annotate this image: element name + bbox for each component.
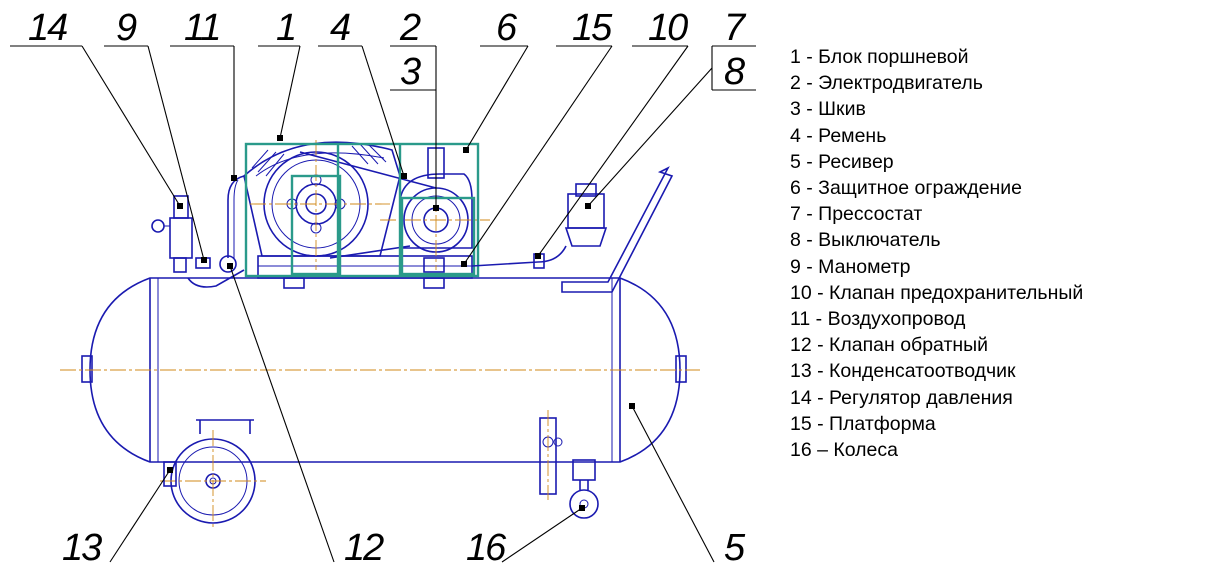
- callout-12: 12: [344, 527, 384, 564]
- callout-6: 6: [496, 7, 518, 49]
- leader-7-8: [587, 67, 713, 207]
- legend-item: 2 - Электродвигатель: [790, 72, 983, 95]
- legend-item: 14 - Регулятор давления: [790, 386, 1013, 409]
- callout-14: 14: [28, 7, 67, 49]
- leader-10: [537, 45, 689, 257]
- callout-11: 11: [184, 7, 219, 49]
- leader-6: [465, 45, 529, 151]
- rear-caster: [539, 410, 599, 519]
- callout-16: 16: [466, 527, 507, 564]
- legend-item: 3 - Шкив: [790, 98, 866, 121]
- leader-9: [147, 45, 205, 261]
- platform: [257, 255, 473, 289]
- legend-item: 10 - Клапан предохранительный: [790, 281, 1084, 304]
- legend-item: 9 - Манометр: [790, 255, 911, 278]
- leader-13: [109, 469, 171, 563]
- leader-16: [501, 507, 583, 563]
- leader-15: [463, 45, 613, 265]
- hose-left: [187, 269, 245, 288]
- legend-item: 5 - Ресивер: [790, 150, 894, 173]
- leader-lines: [81, 45, 715, 563]
- legend-item: 4 - Ремень: [790, 124, 887, 147]
- callout-5: 5: [724, 527, 746, 564]
- callout-8: 8: [724, 51, 745, 93]
- air-pipe: [227, 175, 245, 258]
- pressostat: [471, 183, 608, 269]
- callout-3: 3: [400, 51, 421, 93]
- leader-dots: [167, 135, 635, 511]
- legend-item: 12 - Клапан обратный: [790, 334, 989, 357]
- legend-item: 1 - Блок поршневой: [790, 46, 969, 68]
- callout-15: 15: [572, 7, 613, 49]
- callout-13: 13: [62, 527, 102, 564]
- legend-item: 8 - Выключатель: [790, 229, 941, 252]
- left-wheel: [160, 419, 266, 530]
- handle: [561, 166, 674, 293]
- pressure-regulator: [151, 195, 193, 273]
- belt: [299, 151, 437, 259]
- leader-14: [81, 45, 181, 207]
- legend-item: 16 – Колеса: [790, 439, 898, 462]
- legend-item: 13 - Конденсатоотводчик: [790, 360, 1016, 383]
- receiver-tank: [60, 277, 700, 463]
- leader-1: [279, 45, 301, 139]
- leader-5: [631, 405, 715, 563]
- parts-legend: 1 - Блок поршневой 2 - Электродвигатель …: [790, 44, 1083, 463]
- leader-4: [361, 45, 405, 177]
- callout-2: 2: [399, 7, 421, 49]
- legend-item: 11 - Воздухопровод: [790, 308, 966, 331]
- callout-10: 10: [648, 7, 688, 49]
- protective-guard: [244, 142, 480, 278]
- callout-shelves: [10, 45, 756, 91]
- manometer: [219, 255, 237, 273]
- callout-1: 1: [276, 7, 295, 49]
- legend-item: 6 - Защитное ограждение: [790, 177, 1022, 200]
- air-pipe-inner: [233, 179, 239, 258]
- leader-12: [229, 265, 335, 563]
- callout-7: 7: [724, 7, 747, 49]
- legend-item: 15 - Платформа: [790, 412, 936, 435]
- legend-item: 7 - Прессостат: [790, 203, 923, 226]
- callout-4: 4: [330, 7, 350, 49]
- callout-9: 9: [116, 7, 137, 49]
- callout-labels: 14 9 11 1 4 2 3 6 15 10 7 8 13 12 16 5: [28, 7, 749, 564]
